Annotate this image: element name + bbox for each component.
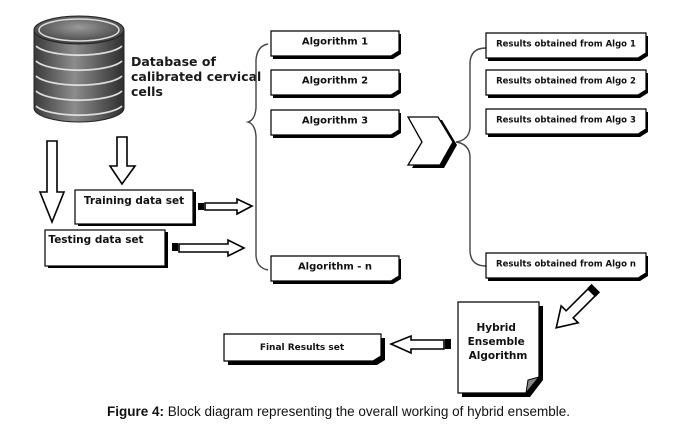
- algorithm-box-1-label: Algorithm 1: [302, 37, 368, 48]
- final-results-label: Final Results set: [260, 343, 345, 353]
- chevron-merge-icon: [406, 116, 457, 168]
- result-box-3: Results obtained from Algo 3: [485, 108, 648, 137]
- database-cylinder-icon: [33, 15, 125, 123]
- result-box-1: Results obtained from Algo 1: [485, 32, 648, 61]
- testing-data-set-label: Testing data set: [48, 234, 143, 246]
- training-data-set-label: Training data set: [84, 195, 184, 207]
- arrow-hybrid-to-final: [388, 334, 451, 355]
- algorithms-brace: [245, 43, 269, 271]
- result-box-4: Results obtained from Algo n: [485, 252, 648, 281]
- result-box-1-label: Results obtained from Algo 1: [496, 40, 636, 50]
- arrow-testing-to-algorithms: [172, 238, 246, 258]
- arrow-down-to-training: [108, 136, 137, 186]
- hybrid-label: Hybrid Ensemble Algorithm: [468, 322, 529, 362]
- caption-text: Block diagram representing the overall w…: [164, 404, 570, 419]
- arrow-results-to-hybrid: [555, 283, 601, 329]
- final-results-box: Final Results set: [223, 333, 385, 365]
- arrow-down-to-testing: [38, 140, 66, 225]
- result-box-2: Results obtained from Algo 2: [485, 69, 648, 98]
- algorithm-box-2-label: Algorithm 2: [302, 76, 368, 87]
- result-box-4-label: Results obtained from Algo n: [496, 260, 636, 270]
- arrow-training-to-algorithms: [198, 197, 254, 216]
- result-box-3-label: Results obtained from Algo 3: [496, 116, 636, 126]
- algorithm-box-1: Algorithm 1: [270, 30, 401, 59]
- testing-data-set-box: Testing data set: [44, 229, 168, 268]
- hybrid-ensemble-algorithm-box: Hybrid Ensemble Algorithm: [457, 301, 543, 397]
- training-data-set-box: Training data set: [74, 189, 196, 226]
- algorithm-box-3: Algorithm 3: [270, 109, 401, 138]
- algorithm-box-4-label: Algorithm - n: [298, 262, 372, 273]
- figure-caption: Figure 4: Block diagram representing the…: [0, 404, 677, 419]
- results-brace: [455, 47, 487, 267]
- algorithm-box-4: Algorithm - n: [270, 255, 401, 284]
- algorithm-box-2: Algorithm 2: [270, 69, 401, 98]
- result-box-2-label: Results obtained from Algo 2: [496, 77, 636, 87]
- caption-prefix: Figure 4:: [107, 404, 165, 419]
- database-label: Database of calibrated cervical cells: [131, 54, 266, 99]
- algorithm-box-3-label: Algorithm 3: [302, 116, 368, 127]
